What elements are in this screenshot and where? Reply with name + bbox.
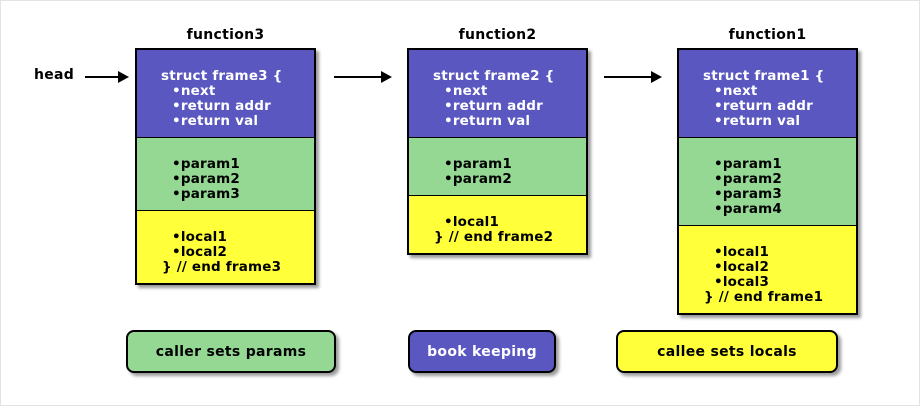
stack-frame-function3: struct frame3 { •next •return addr •retu…: [135, 48, 316, 285]
legend-caller-label: caller sets params: [155, 343, 307, 360]
frame2-param1-field: •param1: [444, 156, 513, 172]
frame1-param2-field: •param2: [714, 171, 783, 187]
frame1-struct-line: struct frame1 {: [703, 68, 825, 84]
stack-frame-function1: struct frame1 { •next •return addr •retu…: [677, 48, 858, 315]
frame1-param3-field: •param3: [714, 186, 783, 202]
frame3-params-section: •param1 •param2 •param3: [137, 137, 314, 210]
arrow-frame2-to-frame1: [604, 71, 662, 83]
frame2-bookkeeping-section: struct frame2 { •next •return addr •retu…: [409, 50, 586, 137]
frame3-local2-field: •local2: [172, 244, 228, 260]
frame3-param2-field: •param2: [172, 171, 241, 187]
legend-book-keeping-label: book keeping: [427, 343, 537, 360]
frame1-params-section: •param1 •param2 •param3 •param4: [679, 137, 856, 225]
frame2-param2-field: •param2: [444, 171, 513, 187]
head-pointer-label: head: [34, 67, 75, 83]
frame3-next-field: •next: [172, 83, 216, 99]
frame3-return-val-field: •return val: [172, 113, 259, 129]
head-arrow: [85, 71, 129, 83]
frame2-struct-line: struct frame2 {: [433, 68, 555, 84]
frame1-return-addr-field: •return addr: [714, 98, 813, 114]
frame1-return-val-field: •return val: [714, 113, 801, 129]
frame3-title: function3: [186, 27, 265, 43]
frame2-local1-field: •local1: [444, 214, 500, 230]
frame2-return-addr-field: •return addr: [444, 98, 543, 114]
frame1-locals-section: •local1 •local2 •local3 } // end frame1: [679, 225, 856, 313]
legend-caller-sets-params: caller sets params: [126, 330, 336, 373]
frame2-locals-section: •local1 } // end frame2: [409, 195, 586, 253]
frame1-title: function1: [728, 27, 807, 43]
frame1-end-line: } // end frame1: [704, 289, 824, 305]
frame2-next-field: •next: [444, 83, 488, 99]
frame3-local1-field: •local1: [172, 229, 228, 245]
legend-callee-label: callee sets locals: [657, 343, 797, 360]
legend-book-keeping: book keeping: [408, 330, 556, 373]
stack-frame-function2: struct frame2 { •next •return addr •retu…: [407, 48, 588, 255]
frame3-locals-section: •local1 •local2 } // end frame3: [137, 210, 314, 283]
frame1-next-field: •next: [714, 83, 758, 99]
frame3-struct-line: struct frame3 {: [161, 68, 283, 84]
frame2-params-section: •param1 •param2: [409, 137, 586, 195]
frame3-bookkeeping-section: struct frame3 { •next •return addr •retu…: [137, 50, 314, 137]
frame2-title: function2: [458, 27, 537, 43]
frame1-local1-field: •local1: [714, 244, 770, 260]
frame1-param4-field: •param4: [714, 201, 783, 217]
frame3-end-line: } // end frame3: [162, 259, 282, 275]
arrow-frame3-to-frame2: [334, 71, 392, 83]
frame1-local2-field: •local2: [714, 259, 770, 275]
frame2-return-val-field: •return val: [444, 113, 531, 129]
frame1-param1-field: •param1: [714, 156, 783, 172]
frame1-local3-field: •local3: [714, 274, 770, 290]
frame3-return-addr-field: •return addr: [172, 98, 271, 114]
frame2-end-line: } // end frame2: [434, 229, 554, 245]
legend-callee-sets-locals: callee sets locals: [616, 330, 838, 373]
frame1-bookkeeping-section: struct frame1 { •next •return addr •retu…: [679, 50, 856, 137]
frame3-param1-field: •param1: [172, 156, 241, 172]
frame3-param3-field: •param3: [172, 186, 241, 202]
